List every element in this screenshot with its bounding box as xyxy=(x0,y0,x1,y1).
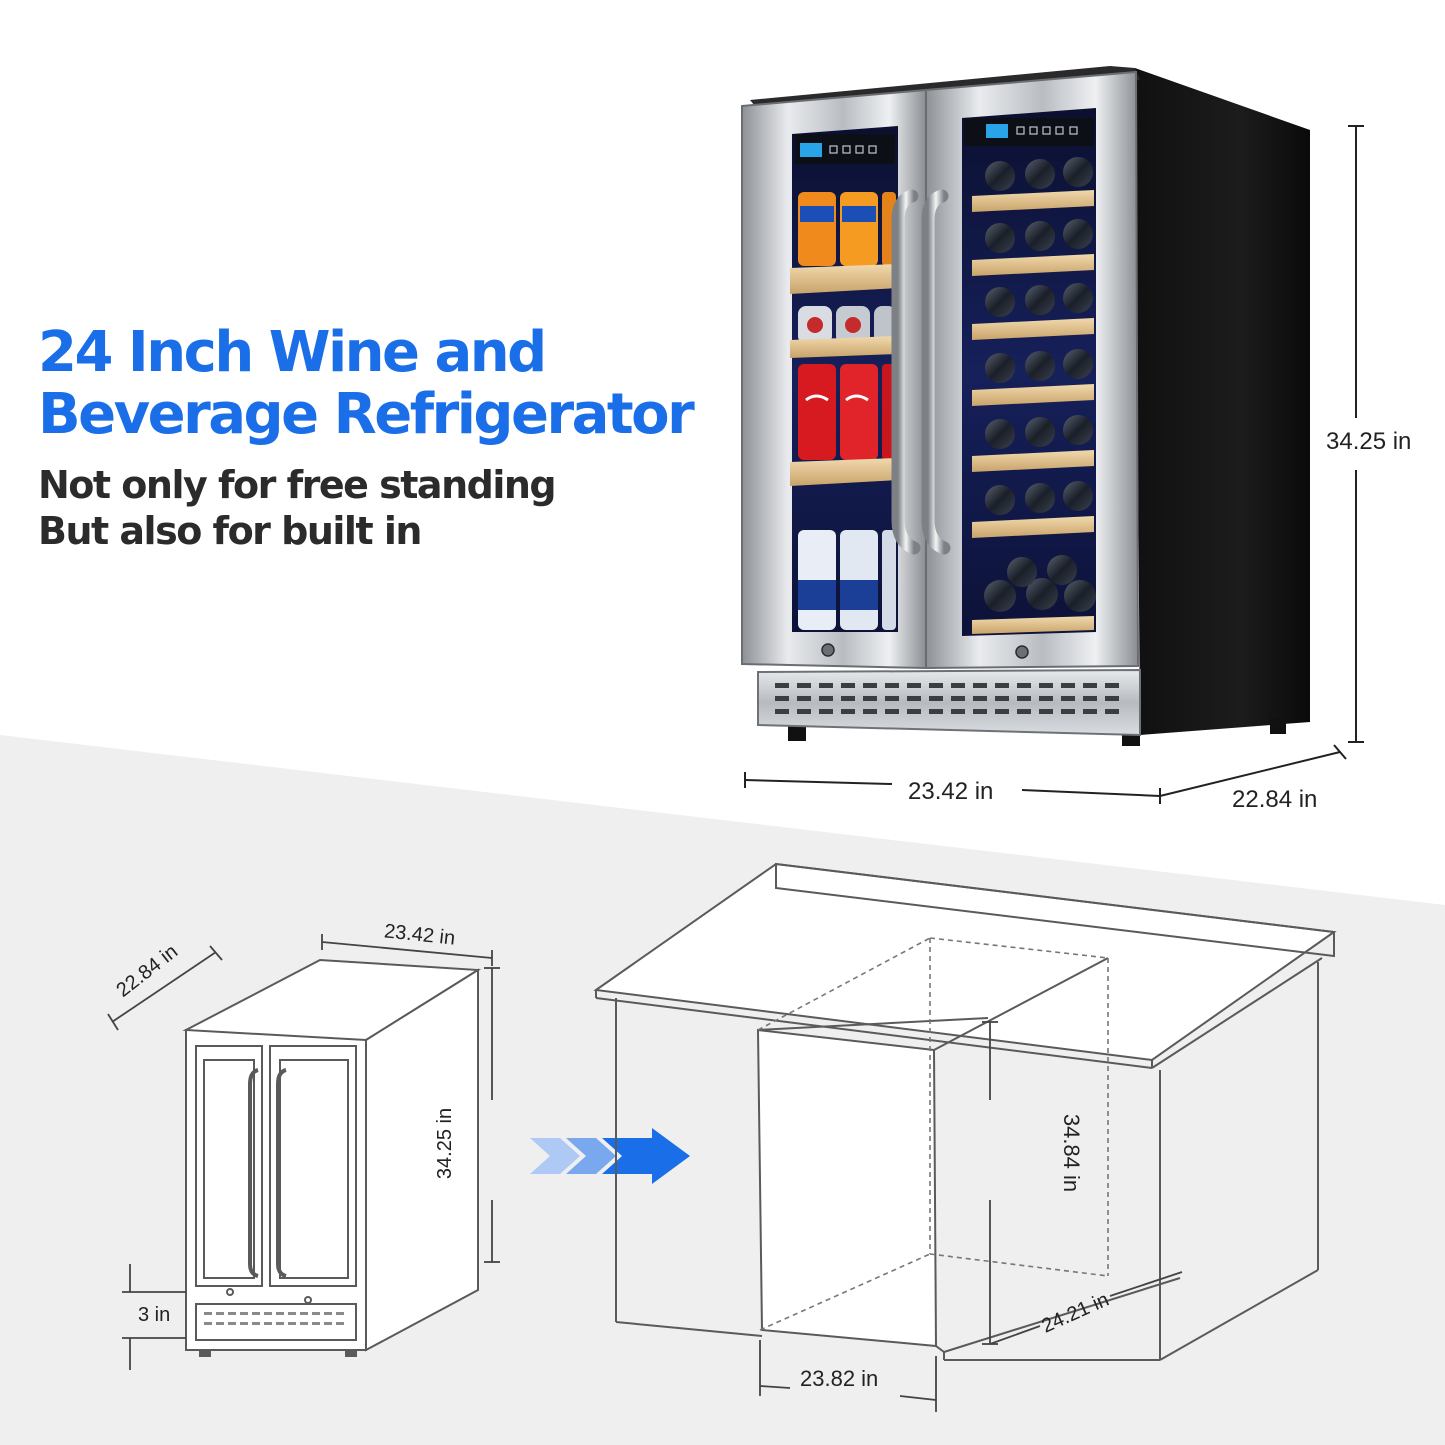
left-temp-display xyxy=(800,143,822,157)
subheadline: Not only for free standing But also for … xyxy=(38,462,557,554)
fridge-foot xyxy=(788,725,806,741)
diagram-vent-slots xyxy=(204,1312,344,1325)
headline-line-1: 24 Inch Wine and xyxy=(38,320,547,385)
fridge-product-image xyxy=(741,66,1310,746)
left-touch-buttons xyxy=(829,145,877,154)
right-temp-display xyxy=(986,124,1008,138)
headline-line-2: Beverage Refrigerator xyxy=(38,382,695,447)
product-dimension-lines xyxy=(744,125,1364,804)
right-control-panel xyxy=(964,118,1094,146)
cutout-dimension-lines xyxy=(759,1021,1183,1412)
diagram-base-label: 3 in xyxy=(138,1304,171,1326)
left-door-handle xyxy=(891,189,921,555)
cutout-hidden-lines xyxy=(757,937,1109,1331)
vent-grille xyxy=(757,668,1141,737)
fridge-line-diagram xyxy=(182,958,482,1357)
arrow-icon xyxy=(530,1128,690,1184)
product-width-label: 23.42 in xyxy=(908,778,994,805)
fridge-side-panel xyxy=(1135,68,1310,735)
cutout-height-label: 34.84 in xyxy=(1059,1113,1085,1193)
product-depth-label: 22.84 in xyxy=(1232,786,1318,813)
subheadline-line-1: Not only for free standing xyxy=(38,463,557,507)
vent-slots xyxy=(775,683,1119,714)
diagram-height-label: 34.25 in xyxy=(434,1107,457,1180)
subheadline-line-2: But also for built in xyxy=(38,509,422,553)
fridge-foot xyxy=(1270,718,1286,734)
right-touch-buttons xyxy=(1016,126,1078,135)
diagram-dimension-lines xyxy=(107,934,500,1370)
cabinet-cutout-diagram xyxy=(593,862,1337,1361)
product-height-label: 34.25 in xyxy=(1326,428,1412,455)
headline: 24 Inch Wine and Beverage Refrigerator xyxy=(38,320,695,447)
right-door-handle xyxy=(921,189,951,555)
right-door-lock xyxy=(1015,645,1029,659)
cutout-width-label: 23.82 in xyxy=(800,1366,879,1391)
left-door-lock xyxy=(821,643,835,657)
wine-shelves xyxy=(972,157,1096,634)
